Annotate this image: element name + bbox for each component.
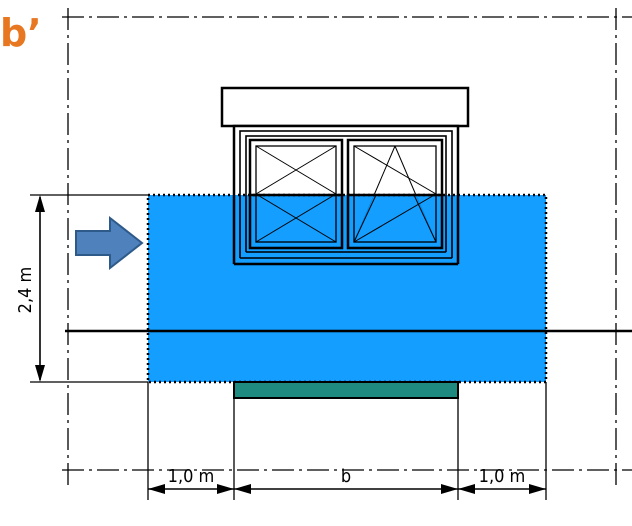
height-label: 2,4 m — [15, 267, 36, 314]
right-width-label: 1,0 m — [479, 466, 526, 487]
width-dimension — [148, 484, 546, 494]
window-sill — [233, 381, 459, 399]
movement-zone — [146, 193, 548, 384]
middle-width-label: b — [341, 466, 351, 487]
left-width-label: 1,0 m — [168, 466, 215, 487]
axis-lines — [62, 8, 632, 490]
right-arrow-icon — [75, 215, 144, 271]
window-head-box — [220, 86, 470, 128]
extension-lines — [30, 194, 547, 500]
title-fragment: b’ — [0, 11, 42, 55]
height-dimension — [35, 195, 45, 382]
